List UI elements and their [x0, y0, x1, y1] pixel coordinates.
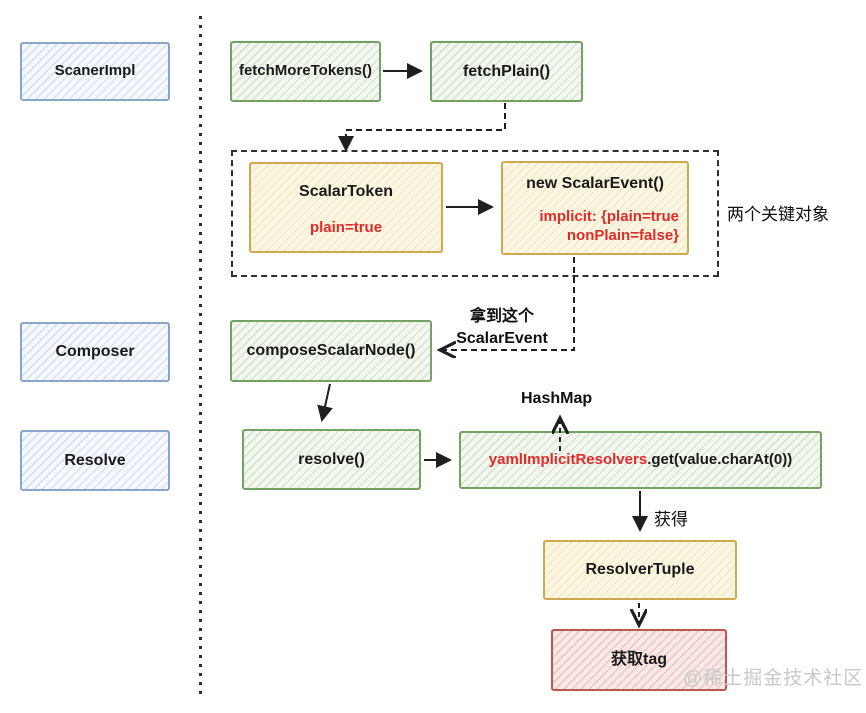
- node-get-tag: 获取tag: [551, 629, 727, 691]
- lane-separator-dotted-line: [199, 16, 202, 696]
- node-label-fetch-more-tokens: fetchMoreTokens(): [238, 62, 373, 80]
- node-resolve-fn: resolve(): [242, 429, 421, 490]
- watermark-juejin: @稀土掘金技术社区: [683, 668, 864, 689]
- yaml-implicit-resolvers-rest: .get(value.charAt(0)): [647, 450, 793, 468]
- new-scalar-event-implicit-line2: nonPlain=false}: [566, 226, 679, 244]
- node-label-get-tag: 获取tag: [610, 651, 667, 668]
- node-label-fetch-plain: fetchPlain(): [462, 62, 551, 80]
- annotation-two-key-objects: 两个关键对象: [727, 205, 829, 224]
- node-fetch-more-tokens: fetchMoreTokens(): [230, 41, 381, 102]
- node-fetch-plain: fetchPlain(): [430, 41, 583, 102]
- node-label-resolver-tuple: ResolverTuple: [585, 561, 695, 578]
- scalar-token-plain-flag: plain=true: [309, 219, 383, 236]
- annotation-obtain: 获得: [654, 510, 688, 529]
- node-scalar-token: ScalarToken plain=true: [249, 162, 443, 253]
- dashed-arrow-fetchplain-to-keyobjects: [338, 103, 506, 152]
- node-title-scalar-token: ScalarToken: [299, 183, 393, 200]
- node-resolver-tuple: ResolverTuple: [543, 540, 737, 600]
- node-label-resolve-fn: resolve(): [298, 450, 365, 468]
- lane-box-resolve: Resolve: [20, 430, 170, 491]
- annotation-get-this-line2: ScalarEvent: [456, 329, 548, 347]
- node-label-compose-scalar-node: composeScalarNode(): [246, 342, 416, 359]
- yaml-implicit-resolvers-highlight: yamlImplicitResolvers: [488, 450, 648, 468]
- new-scalar-event-implicit-line1: implicit: {plain=true: [539, 208, 679, 225]
- annotation-hashmap: HashMap: [521, 390, 593, 407]
- node-yaml-implicit-resolvers: yamlImplicitResolvers.get(value.charAt(0…: [459, 431, 822, 489]
- node-new-scalar-event: new ScalarEvent() implicit: {plain=true …: [501, 161, 689, 255]
- lane-label-scanerimpl: ScanerImpl: [54, 62, 136, 80]
- lane-label-composer: Composer: [55, 343, 135, 360]
- node-title-new-scalar-event: new ScalarEvent(): [526, 175, 664, 192]
- annotation-get-this-scalarevent: 拿到这个 ScalarEvent: [443, 306, 561, 349]
- node-compose-scalar-node: composeScalarNode(): [230, 320, 432, 382]
- arrow-composescalarnode-to-resolve: [317, 383, 333, 422]
- annotation-get-this-line1: 拿到这个: [469, 308, 534, 325]
- lane-box-composer: Composer: [20, 322, 170, 382]
- lane-box-scanerimpl: ScanerImpl: [20, 42, 170, 101]
- lane-label-resolve: Resolve: [64, 451, 126, 469]
